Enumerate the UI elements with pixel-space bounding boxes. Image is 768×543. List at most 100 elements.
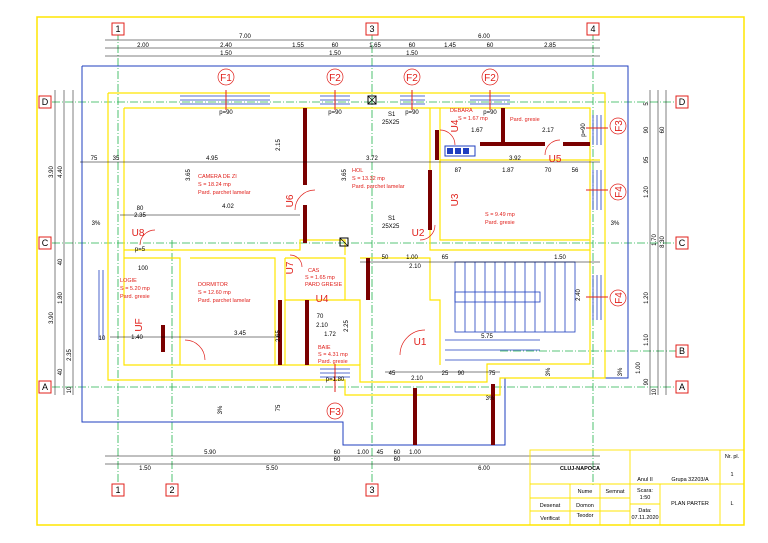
svg-text:Pard. gresie: Pard. gresie [485, 220, 515, 226]
tb-format: L [730, 501, 733, 507]
svg-text:5: 5 [644, 102, 650, 106]
svg-text:S = 9.49 mp: S = 9.49 mp [485, 212, 515, 218]
svg-text:60: 60 [487, 43, 494, 49]
svg-text:S = 13.32 mp: S = 13.32 mp [352, 176, 385, 182]
svg-text:4.40: 4.40 [58, 166, 64, 178]
svg-text:UF: UF [134, 318, 145, 331]
svg-text:DORMITOR: DORMITOR [198, 282, 228, 288]
svg-text:4.02: 4.02 [222, 204, 234, 210]
sill-f2b: p=90 [405, 110, 419, 116]
window-marks [225, 90, 608, 392]
sill-f2a: p=90 [328, 110, 342, 116]
svg-text:1.67: 1.67 [471, 128, 483, 134]
svg-text:70: 70 [545, 168, 552, 174]
axis-a-right: A [679, 382, 685, 392]
svg-text:90: 90 [644, 126, 650, 133]
svg-text:HOL: HOL [352, 168, 363, 174]
svg-text:U1: U1 [414, 337, 427, 348]
svg-text:87: 87 [455, 168, 462, 174]
tb-group: Grupa 32203/A [671, 477, 709, 483]
door-swings [139, 129, 561, 361]
svg-text:35: 35 [113, 156, 120, 162]
exterior-walls [107, 92, 606, 396]
svg-text:PARD GRESIE: PARD GRESIE [305, 282, 343, 288]
tb-drawing-title: PLAN PARTER [671, 501, 709, 507]
svg-text:6.00: 6.00 [478, 34, 490, 40]
svg-text:65: 65 [442, 255, 449, 261]
left-dimensions: 3.90 4.40 40 1.80 3.90 2.35 40 10 10 [49, 166, 106, 394]
svg-text:1.50: 1.50 [139, 466, 151, 472]
window-f2b: F2 [406, 73, 418, 84]
tb-date-label: Data: [638, 508, 652, 514]
tb-col-name: Nume [578, 489, 593, 495]
window-f1: F1 [220, 73, 232, 84]
svg-text:90: 90 [644, 378, 650, 385]
tb-sheet-no: 1 [730, 472, 733, 478]
window-labels [217, 68, 627, 420]
column-s1-top-size: 25X25 [382, 120, 400, 126]
svg-text:5.75: 5.75 [481, 334, 493, 340]
svg-text:1.45: 1.45 [444, 43, 456, 49]
svg-text:60: 60 [334, 457, 341, 463]
window-f4b: F4 [614, 292, 625, 304]
column-s1-mid: S1 [388, 216, 396, 222]
sill-f4: p=90 [581, 123, 587, 137]
svg-text:2.17: 2.17 [542, 128, 554, 134]
svg-text:CAMERA DE ZI: CAMERA DE ZI [198, 174, 237, 180]
svg-text:S = 12.60 mp: S = 12.60 mp [198, 290, 231, 296]
axis-3-top: 3 [369, 24, 374, 34]
axis-b-right: B [679, 346, 685, 356]
axis-3-bottom: 3 [369, 485, 374, 495]
tb-scale: 1:50 [640, 495, 651, 501]
svg-text:Pard. parchet lamelar: Pard. parchet lamelar [198, 190, 251, 196]
svg-text:3%: 3% [611, 221, 620, 227]
svg-text:S = 1.67 mp: S = 1.67 mp [458, 116, 488, 122]
svg-text:3.65: 3.65 [186, 169, 192, 181]
svg-text:1.00: 1.00 [357, 450, 369, 456]
svg-text:3.65: 3.65 [342, 169, 348, 181]
svg-text:3%: 3% [92, 221, 101, 227]
svg-text:Pard. gresie: Pard. gresie [318, 359, 348, 365]
svg-text:U4: U4 [450, 119, 461, 132]
bottom-dimensions: 5.90 60 1.00 45 60 1.00 60 60 1.50 5.50 … [139, 450, 490, 472]
svg-text:80: 80 [137, 206, 144, 212]
svg-text:60: 60 [334, 450, 341, 456]
axis-1-top: 1 [115, 24, 120, 34]
right-dimensions: 5 90 60 95 1.20 1.70 8.30 1.20 1.10 1.00… [636, 102, 666, 396]
svg-text:40: 40 [58, 368, 64, 375]
svg-text:1.00: 1.00 [636, 362, 642, 374]
svg-text:25: 25 [442, 371, 449, 377]
svg-text:95: 95 [644, 156, 650, 163]
svg-text:1.80: 1.80 [58, 292, 64, 304]
svg-text:U6: U6 [285, 194, 296, 207]
svg-text:U3: U3 [450, 193, 461, 206]
svg-text:8.30: 8.30 [660, 236, 666, 248]
svg-text:2.15: 2.15 [276, 139, 282, 151]
svg-text:Pard. parchet lamelar: Pard. parchet lamelar [352, 184, 405, 190]
svg-text:1.70: 1.70 [652, 234, 658, 246]
svg-text:3.92: 3.92 [509, 156, 521, 162]
tb-col-sign: Semnat [606, 489, 625, 495]
svg-text:3%: 3% [486, 396, 495, 402]
svg-text:U8: U8 [132, 228, 145, 239]
tb-year: Anul II [637, 477, 653, 483]
axis-4-top: 4 [590, 24, 595, 34]
svg-text:1.00: 1.00 [406, 255, 418, 261]
window-f3b: F3 [329, 407, 341, 418]
svg-text:60: 60 [660, 126, 666, 133]
column-s1-top: S1 [388, 112, 396, 118]
svg-text:5.50: 5.50 [266, 466, 278, 472]
svg-text:1.65: 1.65 [369, 43, 381, 49]
svg-text:75: 75 [91, 156, 98, 162]
svg-text:5.90: 5.90 [204, 450, 216, 456]
svg-text:1.20: 1.20 [644, 186, 650, 198]
svg-text:2.40: 2.40 [576, 289, 582, 301]
svg-text:45: 45 [377, 450, 384, 456]
sill-f2c: p=90 [483, 110, 497, 116]
tb-checked-label: Verificat [540, 516, 560, 522]
svg-text:60: 60 [394, 457, 401, 463]
svg-text:2.35: 2.35 [67, 349, 73, 361]
svg-text:U4: U4 [316, 294, 329, 305]
svg-text:75: 75 [489, 371, 496, 377]
top-dimensions: 7.00 6.00 2.00 2.40 1.55 60 1.65 60 1.45… [137, 34, 556, 57]
